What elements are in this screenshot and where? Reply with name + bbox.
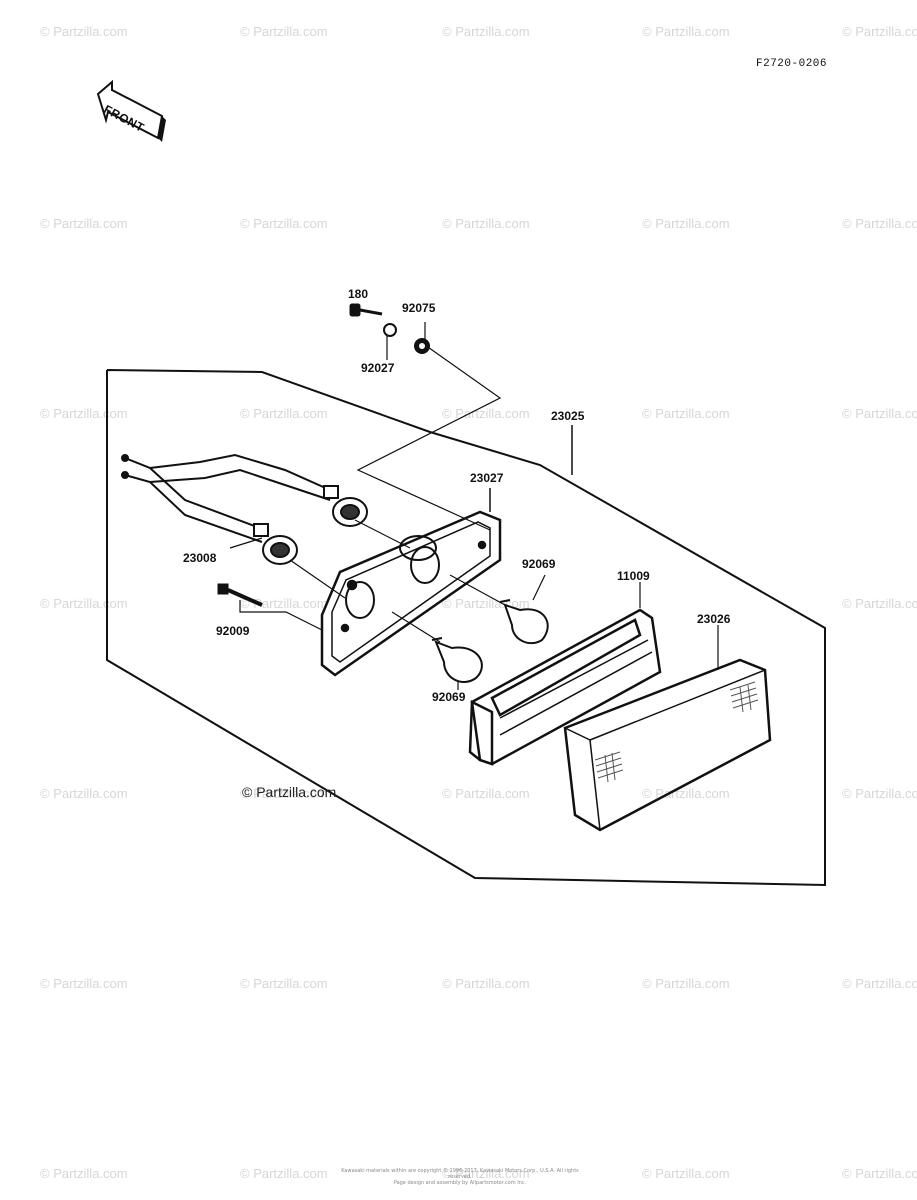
watermark-text: © Partzilla.com: [442, 786, 530, 801]
watermark-text: © Partzilla.com: [842, 1166, 917, 1181]
part-label-23025[interactable]: 23025: [551, 409, 585, 423]
part-label-23027[interactable]: 23027: [470, 471, 504, 485]
lens-23026: [563, 658, 772, 832]
watermark-text: © Partzilla.com: [442, 406, 530, 421]
watermark-text: © Partzilla.com: [642, 216, 730, 231]
watermark-text: © Partzilla.com: [442, 1166, 530, 1181]
watermark-text: © Partzilla.com: [642, 24, 730, 39]
part-label-92075[interactable]: 92075: [402, 301, 436, 315]
watermark-text: © Partzilla.com: [642, 1166, 730, 1181]
diagram-code: F2720-0206: [756, 58, 828, 70]
watermark-text: © Partzilla.com: [842, 596, 917, 611]
assembly-outline: [106, 369, 826, 887]
part-label-180[interactable]: 180: [348, 287, 369, 301]
washer-92027: [383, 323, 397, 337]
bolt-92009: [217, 583, 263, 607]
lamp-housing-23027: [320, 510, 502, 677]
watermark-text: © Partzilla.com: [240, 406, 328, 421]
watermark-text: © Partzilla.com: [642, 976, 730, 991]
footer-line-2: Page design and assembly by Allpartsmoto…: [393, 1180, 527, 1186]
screw-180: [349, 303, 383, 317]
watermark-text: © Partzilla.com: [240, 976, 328, 991]
watermark-text: © Partzilla.com: [842, 786, 917, 801]
part-label-23008[interactable]: 23008: [183, 551, 217, 565]
watermark-text: © Partzilla.com: [240, 24, 328, 39]
watermark-text: © Partzilla.com: [40, 596, 128, 611]
bulb-92069-lower: [431, 637, 483, 683]
watermark-text: © Partzilla.com: [842, 976, 917, 991]
watermark-text: © Partzilla.com: [842, 24, 917, 39]
lens-texture-right: [729, 681, 759, 713]
watermark-text: © Partzilla.com: [642, 406, 730, 421]
part-label-92069-upper[interactable]: 92069: [522, 557, 556, 571]
footer-line-1: Kawasaki materials within are copyright …: [341, 1168, 579, 1180]
copyright-footer: Kawasaki materials within are copyright …: [340, 1168, 580, 1186]
watermark-text: © Partzilla.com: [40, 24, 128, 39]
watermark-text: © Partzilla.com: [442, 976, 530, 991]
watermark-text: © Partzilla.com: [40, 976, 128, 991]
bulb-socket-left: [253, 523, 298, 565]
watermark-text: © Partzilla.com: [842, 216, 917, 231]
bulb-socket-right: [323, 485, 368, 527]
grommet-92075: [414, 338, 430, 354]
watermark-text: © Partzilla.com: [240, 786, 328, 801]
watermark-text: © Partzilla.com: [40, 216, 128, 231]
part-label-92069-lower[interactable]: 92069: [432, 690, 466, 704]
bulb-92069-upper: [499, 599, 549, 645]
part-label-92009[interactable]: 92009: [216, 624, 250, 638]
reflector-frame-11009: [468, 608, 662, 766]
wiring-harness-23008: [121, 453, 331, 543]
watermark-text: © Partzilla.com: [842, 406, 917, 421]
watermark-text: © Partzilla.com: [442, 216, 530, 231]
watermark-text: © Partzilla.com: [40, 1166, 128, 1181]
part-label-11009[interactable]: 11009: [617, 569, 650, 583]
partzilla-credit: © Partzilla.com: [242, 784, 337, 800]
watermark-text: © Partzilla.com: [40, 786, 128, 801]
lens-texture-left: [594, 751, 624, 783]
watermark-text: © Partzilla.com: [240, 1166, 328, 1181]
watermark-text: © Partzilla.com: [442, 24, 530, 39]
watermark-text: © Partzilla.com: [240, 216, 328, 231]
part-label-23026[interactable]: 23026: [697, 612, 731, 626]
watermark-text: © Partzilla.com: [240, 596, 328, 611]
front-arrow-icon: [96, 80, 166, 142]
watermark-text: © Partzilla.com: [40, 406, 128, 421]
part-label-92027[interactable]: 92027: [361, 361, 395, 375]
